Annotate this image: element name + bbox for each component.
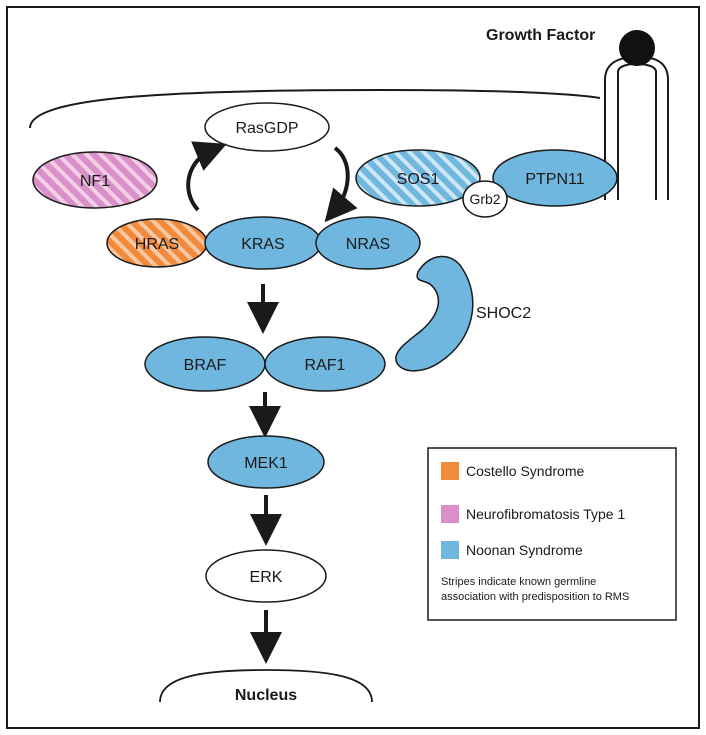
nucleus-label: Nucleus <box>235 687 297 704</box>
legend-swatch-noonan <box>441 541 459 559</box>
legend-label-nf1: Neurofibromatosis Type 1 <box>466 506 625 522</box>
shoc2-label: SHOC2 <box>476 305 531 322</box>
cycle-arrow-left <box>186 141 227 212</box>
mek1-node <box>207 435 325 489</box>
raf1-label: RAF1 <box>305 357 346 374</box>
rasgdp-node <box>204 102 330 152</box>
nf1-label: NF1 <box>80 173 110 190</box>
grb2-label: Grb2 <box>469 191 500 207</box>
hras-label: HRAS <box>135 236 179 253</box>
sos1-label: SOS1 <box>397 171 440 188</box>
erk-label: ERK <box>250 569 283 586</box>
nf1-node <box>32 151 158 209</box>
kras-label: KRAS <box>241 236 285 253</box>
grb2-node <box>462 180 508 218</box>
legend-swatch-costello <box>441 462 459 480</box>
nras-label: NRAS <box>346 236 390 253</box>
braf-label: BRAF <box>184 357 227 374</box>
legend-label-costello: Costello Syndrome <box>466 463 584 479</box>
shoc2-scaffold <box>395 255 474 372</box>
legend-box <box>427 447 677 621</box>
erk-node <box>205 549 327 603</box>
rasgdp-label: RasGDP <box>235 120 298 137</box>
nras-node <box>315 216 421 270</box>
legend-swatch-nf1 <box>441 505 459 523</box>
mek1-label: MEK1 <box>244 455 288 472</box>
growth-factor-ligand <box>619 30 655 66</box>
ptpn11-node <box>492 149 618 207</box>
legend-note-line2: association with predisposition to RMS <box>441 591 629 603</box>
raf1-node <box>264 336 386 392</box>
nucleus-membrane <box>159 669 373 703</box>
ptpn11-label: PTPN11 <box>525 171 584 188</box>
cell-membrane <box>29 88 601 129</box>
sos1-node <box>355 149 481 207</box>
growth-factor-label: Growth Factor <box>486 27 595 44</box>
legend: Costello Syndrome Neurofibromatosis Type… <box>427 447 677 621</box>
cycle-arrow-right <box>324 146 358 223</box>
legend-label-noonan: Noonan Syndrome <box>466 542 583 558</box>
legend-note-line1: Stripes indicate known germline <box>441 576 596 588</box>
